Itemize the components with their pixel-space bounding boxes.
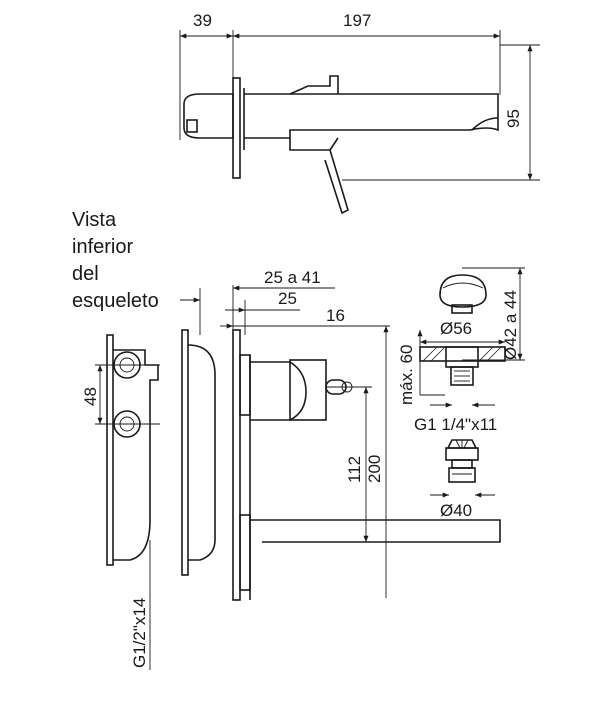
installation-side-view bbox=[180, 285, 501, 601]
dim-base-label: Ø40 bbox=[440, 501, 472, 520]
dim-offset-label: 16 bbox=[326, 306, 345, 325]
view-label-line-1: Vista bbox=[72, 209, 117, 231]
dim-inlet-thread-label: G1/2"x14 bbox=[130, 598, 149, 668]
cartridge-detail bbox=[417, 267, 525, 498]
dim-pipe-spacing-label: 48 bbox=[81, 387, 100, 406]
dim-nut-label: Ø42 a 44 bbox=[501, 290, 520, 360]
view-label-line-2: inferior bbox=[72, 236, 133, 258]
dim-spout-length-label: 197 bbox=[343, 11, 371, 30]
faucet-elevation bbox=[179, 30, 540, 215]
view-label-line-4: esqueleto bbox=[72, 290, 159, 312]
dim-wall-min-label: 25 bbox=[278, 289, 297, 308]
dim-height-label: 95 bbox=[504, 109, 523, 128]
dim-depth-label: 39 bbox=[193, 11, 212, 30]
dim-wall-range-label: 25 a 41 bbox=[264, 268, 321, 287]
dim-max-label: máx. 60 bbox=[397, 345, 416, 405]
dim-bore-label: Ø56 bbox=[440, 319, 472, 338]
dim-center-height-label: 112 bbox=[345, 456, 364, 483]
view-label-line-3: del bbox=[72, 263, 99, 285]
dim-thread-label: G1 1/4"x11 bbox=[414, 415, 497, 434]
skeleton-dimension-labels: 48 G1/2"x14 bbox=[81, 387, 149, 668]
skeleton-bottom-view bbox=[95, 334, 160, 670]
top-dimension-labels: 39 197 95 bbox=[193, 11, 523, 128]
view-label: Vista inferior del esqueleto bbox=[72, 209, 159, 312]
dim-total-height-label: 200 bbox=[365, 455, 384, 483]
installation-dimension-labels: 25 a 41 25 16 112 200 bbox=[264, 268, 384, 483]
cartridge-dimension-labels: Ø56 Ø42 a 44 máx. 60 G1 1/4"x11 Ø40 bbox=[397, 290, 520, 520]
